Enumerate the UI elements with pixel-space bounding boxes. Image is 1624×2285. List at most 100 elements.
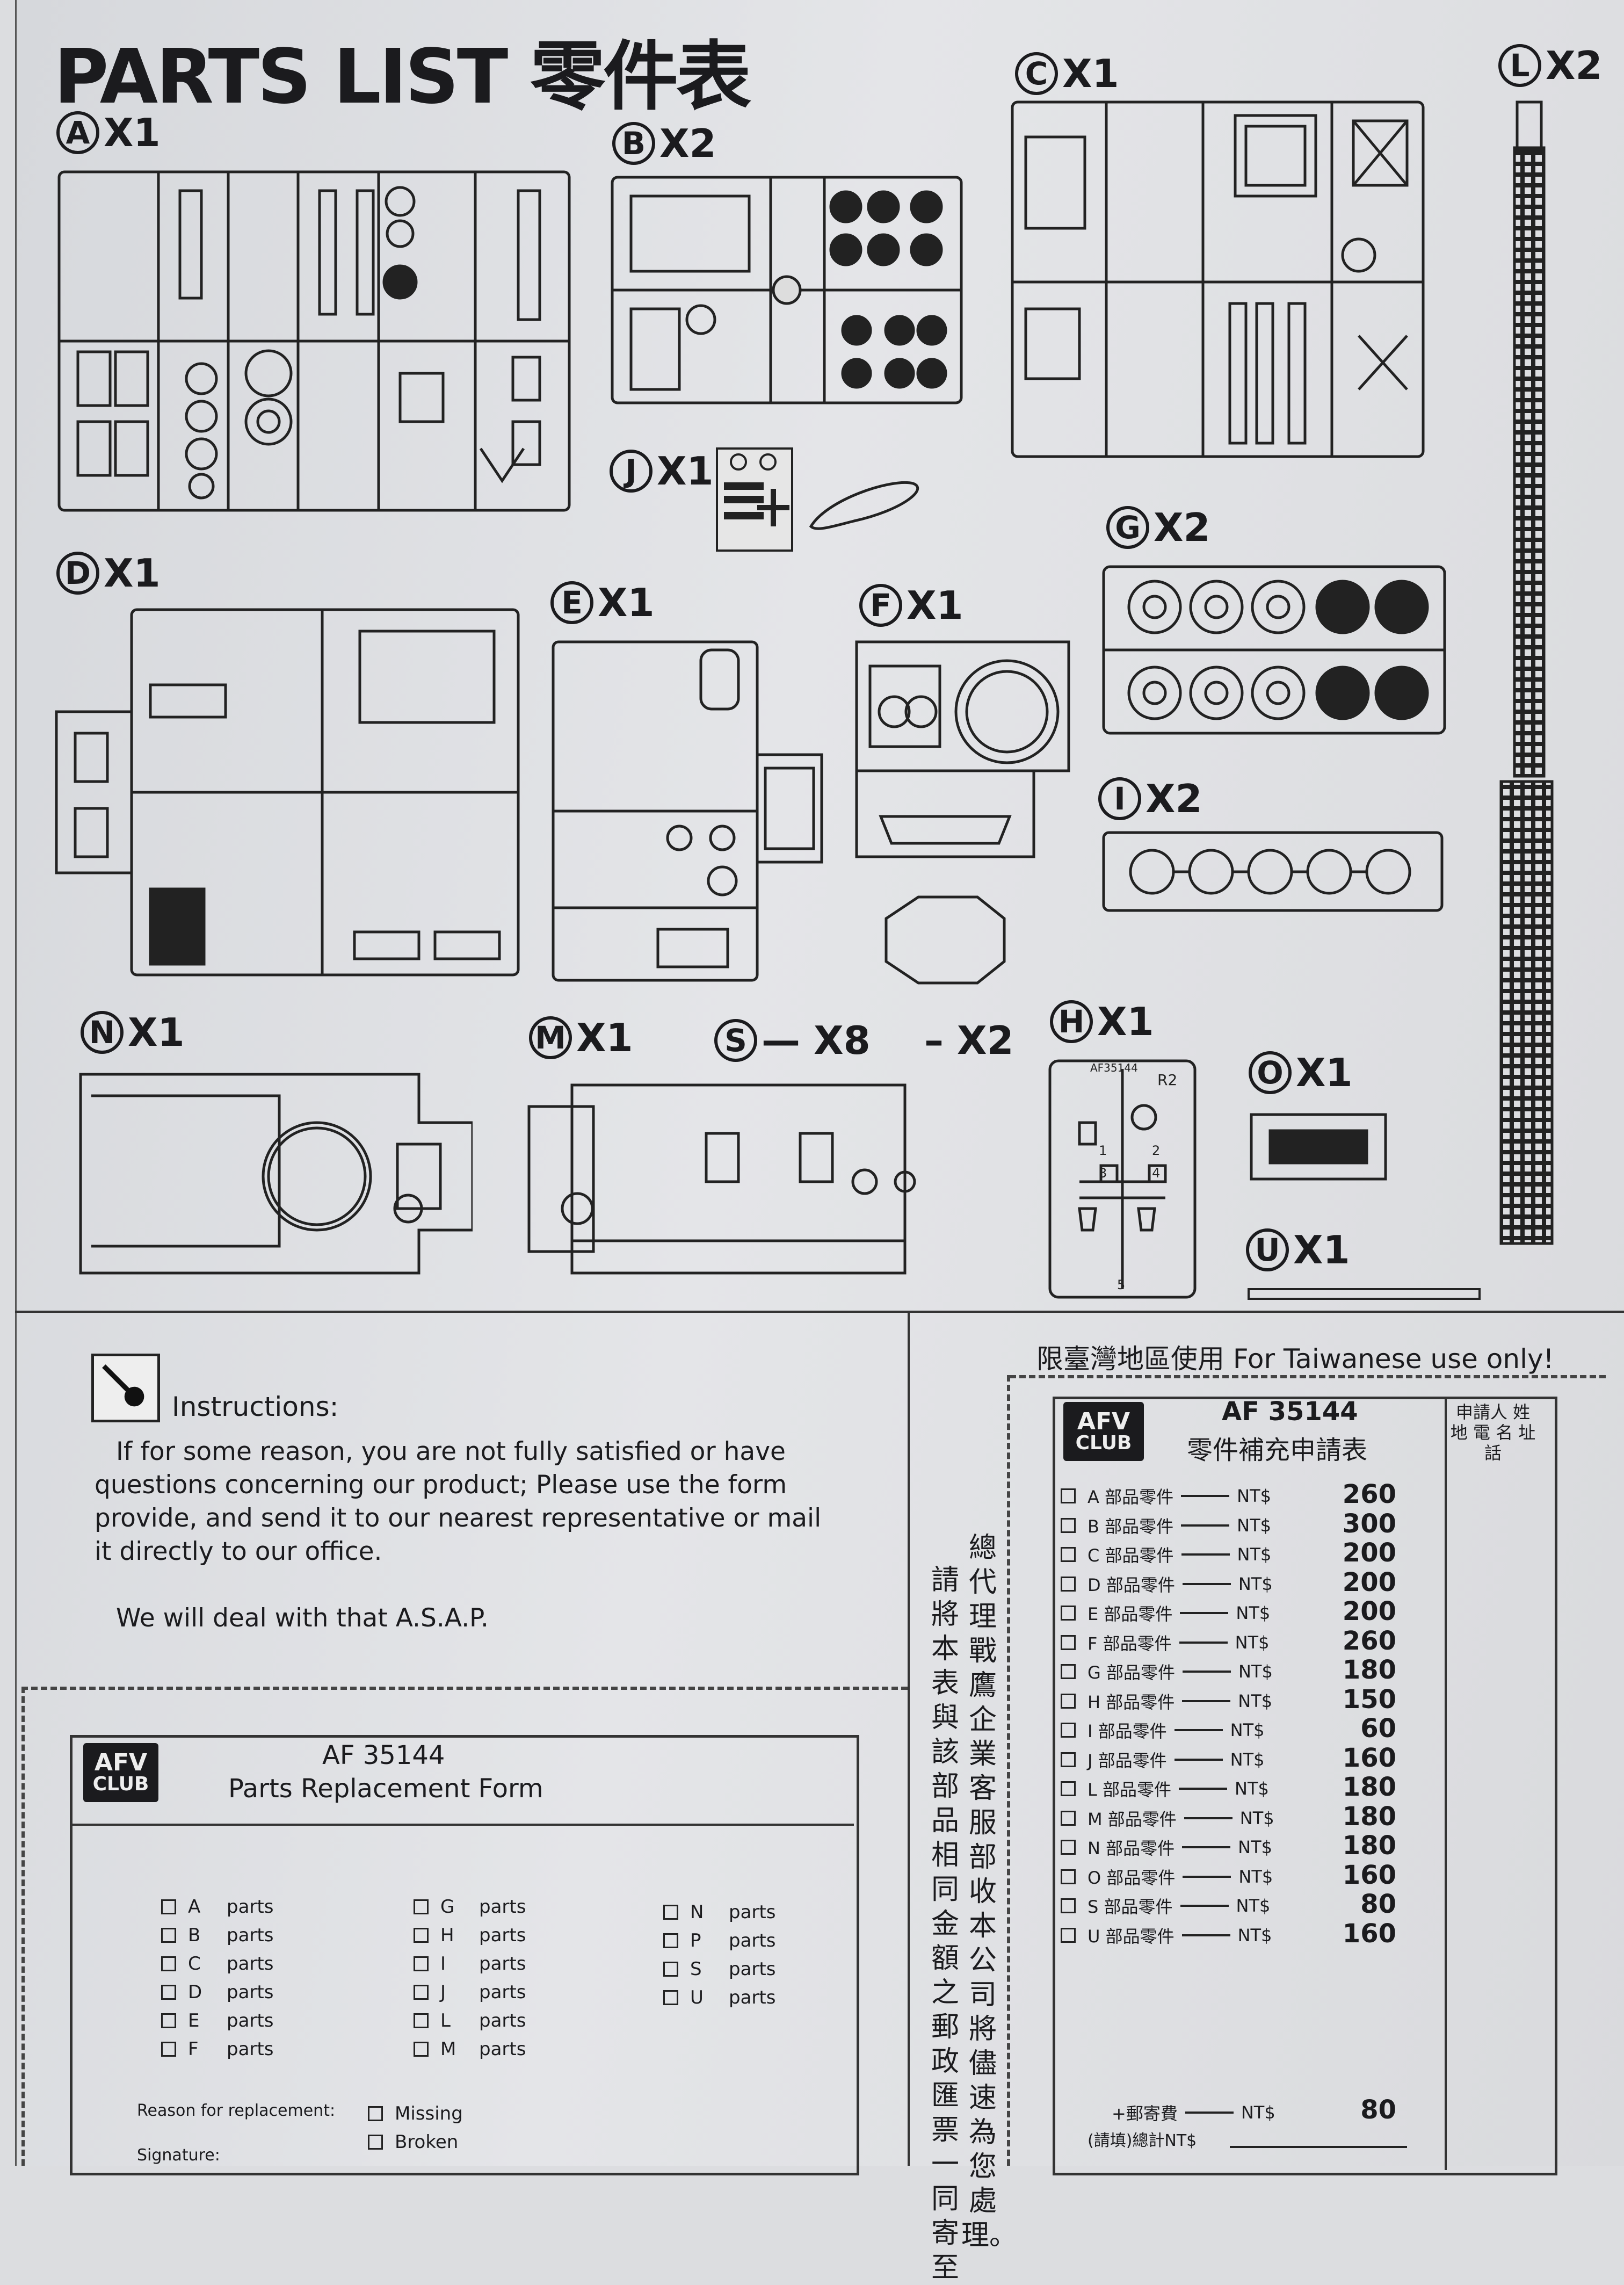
price-row-checkbox[interactable] [1061,1898,1076,1913]
price-row-dash [1174,1759,1223,1761]
sprue-j-decal-drawing [714,446,795,553]
price-row-checkbox[interactable] [1061,1840,1076,1855]
sprue-m-hull-drawing [524,1080,959,1278]
cut-line-h-right [1010,1375,1606,1378]
h-part-2: 2 [1152,1143,1160,1158]
price-row-checkbox[interactable] [1061,1488,1076,1503]
price-row-price: 80 [1360,1889,1396,1919]
check-missing[interactable]: Missing [368,2103,463,2124]
price-row-part: H 部品零件 [1088,1692,1175,1712]
price-row-checkbox[interactable] [1061,1752,1076,1767]
postage-price: 80 [1360,2095,1396,2125]
sprue-i-drawing [1101,830,1445,913]
price-row-checkbox[interactable] [1061,1781,1076,1796]
price-row-checkbox[interactable] [1061,1518,1076,1533]
price-row-price: 180 [1342,1655,1396,1685]
sprue-l-track-drawing [1490,99,1568,1249]
price-row-checkbox[interactable] [1061,1635,1076,1650]
price-row-checkbox[interactable] [1061,1547,1076,1562]
price-row-part: S 部品零件 [1088,1897,1173,1917]
price-row-currency: NT$ [1230,1749,1265,1770]
price-row[interactable]: D 部品零件 NT$ [1061,1572,1383,1596]
price-row-currency: NT$ [1236,1603,1271,1623]
price-row-part: E 部品零件 [1088,1604,1173,1624]
instructions-line: questions concerning our product; Please… [95,1470,787,1500]
chinese-note-col1: 總代理戰鷹企業客服部收本公司將儘速為您處理。 [961,1532,1018,2252]
price-row-price: 260 [1342,1626,1396,1656]
price-row-checkbox[interactable] [1061,1664,1076,1679]
price-row[interactable]: J 部品零件 NT$ [1061,1747,1383,1772]
price-row-currency: NT$ [1238,1574,1273,1594]
price-row-price: 180 [1342,1802,1396,1832]
price-row-currency: NT$ [1237,1544,1272,1565]
price-row-part: J 部品零件 [1088,1751,1167,1771]
form-title: Parts Replacement Form [228,1774,543,1804]
price-row-price: 180 [1342,1831,1396,1861]
price-row-checkbox[interactable] [1061,1811,1076,1826]
price-row-checkbox[interactable] [1061,1694,1076,1709]
price-row-checkbox[interactable] [1061,1928,1076,1943]
price-row-checkbox[interactable] [1061,1577,1076,1592]
price-row[interactable]: C 部品零件 NT$ [1061,1542,1383,1567]
sprue-c-drawing [1010,99,1426,459]
price-row-checkbox[interactable] [1061,1606,1076,1621]
price-row-dash [1179,1788,1228,1790]
price-row-checkbox[interactable] [1061,1869,1076,1884]
applicant-box: 申請人 姓 地 電 名 址 話 [1450,1402,1536,1463]
section-divider [15,1311,1624,1313]
price-row-part: M 部品零件 [1088,1809,1177,1830]
price-row-price: 160 [1342,1743,1396,1773]
sprue-o-drawing [1249,1112,1388,1182]
price-row-dash [1181,1495,1230,1497]
price-row-price: 200 [1342,1567,1396,1597]
price-row-part: L 部品零件 [1088,1780,1172,1800]
sprue-a-drawing [56,169,572,513]
cut-line-v-left [21,1687,25,2166]
price-row-part: D 部品零件 [1088,1575,1175,1595]
price-row-part: G 部品零件 [1088,1662,1175,1683]
price-row-price: 200 [1342,1538,1396,1568]
form-code: AF 35144 [322,1740,445,1770]
tw-form-title: 零件補充申請表 [1187,1435,1368,1465]
price-row-price: 60 [1360,1713,1396,1744]
h-sprue-code: AF35144 [1090,1061,1138,1074]
check-broken[interactable]: Broken [368,2131,458,2153]
price-row[interactable]: E 部品零件 NT$ [1061,1601,1383,1625]
price-row-checkbox[interactable] [1061,1723,1076,1738]
price-row-part: C 部品零件 [1088,1545,1174,1566]
